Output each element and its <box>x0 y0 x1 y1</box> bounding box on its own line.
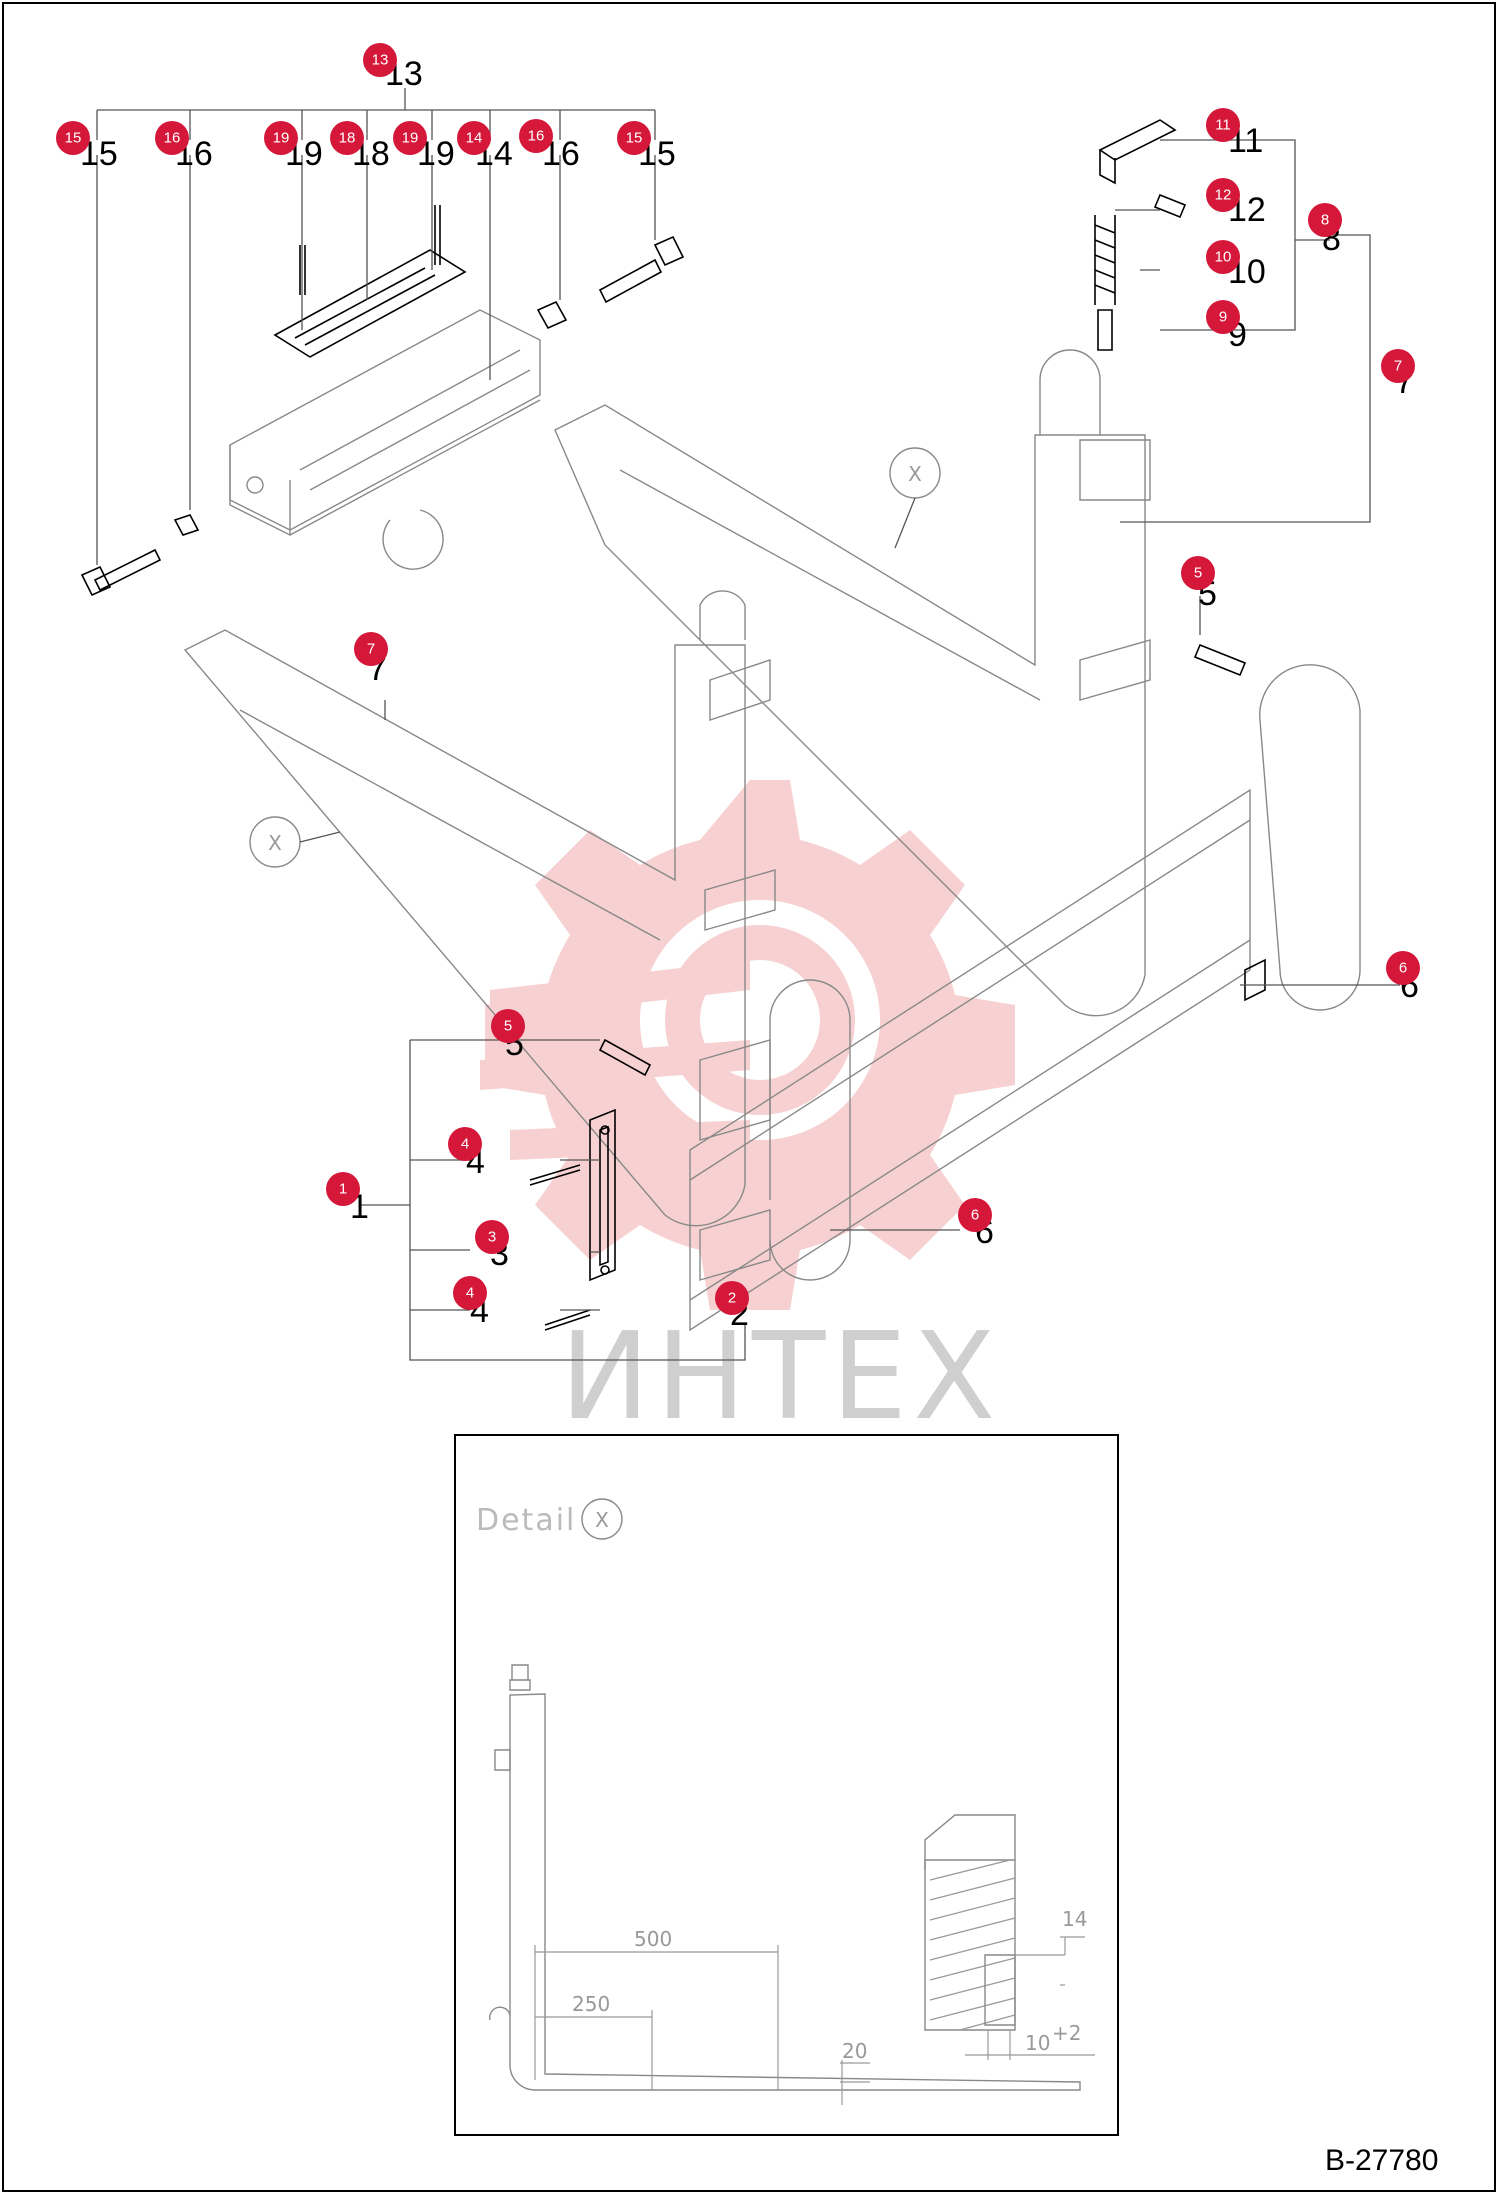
retaining-plate <box>589 1108 616 1282</box>
pin-upper <box>529 1164 581 1186</box>
leader-lines <box>96 88 1400 1361</box>
svg-text:7: 7 <box>367 641 375 658</box>
bolt-rear <box>1193 643 1247 677</box>
svg-text:5: 5 <box>1194 565 1202 582</box>
dim-10: 10 <box>1025 2031 1050 2055</box>
callout-6-front[interactable]: 66 <box>958 1198 994 1251</box>
svg-text:19: 19 <box>402 130 419 147</box>
callout-7-left[interactable]: 77 <box>354 632 388 688</box>
rivet-left <box>299 245 306 295</box>
svg-text:11: 11 <box>1215 117 1231 134</box>
svg-text:4: 4 <box>466 1285 474 1302</box>
callout-8[interactable]: 88 <box>1308 203 1342 258</box>
watermark-logo <box>480 780 1015 1310</box>
dim-250: 250 <box>572 1992 610 2016</box>
rivet-right <box>434 205 441 265</box>
svg-text:Detail: Detail <box>476 1503 576 1538</box>
fork-right <box>554 349 1151 1017</box>
svg-text:18: 18 <box>339 130 356 147</box>
dim-14: 14 <box>1062 1907 1087 1931</box>
stop-block-right <box>1244 958 1266 1002</box>
detail-x-panel: Detail X 500 250 20 14 10 +2 <box>454 1434 1119 2136</box>
callout-5-rear[interactable]: 55 <box>1181 556 1217 613</box>
dim-20: 20 <box>842 2039 867 2063</box>
svg-text:X: X <box>595 1508 609 1532</box>
callout-2[interactable]: 22 <box>715 1281 749 1333</box>
svg-text:15: 15 <box>626 130 643 147</box>
callout-4-upper[interactable]: 44 <box>448 1127 485 1181</box>
pin-lower <box>544 1309 591 1331</box>
fork-carriage <box>689 664 1361 1332</box>
fork-left <box>183 590 776 1227</box>
svg-text:5: 5 <box>504 1018 512 1035</box>
svg-text:16: 16 <box>164 130 181 147</box>
svg-text:X: X <box>268 831 282 855</box>
callout-3[interactable]: 33 <box>475 1220 509 1273</box>
svg-text:19: 19 <box>273 130 290 147</box>
svg-text:9: 9 <box>1219 309 1227 326</box>
svg-text:16: 16 <box>528 128 545 145</box>
callout-9[interactable]: 99 <box>1206 300 1247 354</box>
bolt-right <box>536 235 685 330</box>
bolt-front <box>598 1038 652 1077</box>
svg-text:13: 13 <box>372 52 389 69</box>
x-leader-left <box>299 831 341 843</box>
svg-text:7: 7 <box>1394 358 1402 375</box>
dim-10-tolerance: +2 <box>1052 2021 1081 2045</box>
watermark-text: ИНТЕХ <box>560 1308 1001 1447</box>
svg-text:4: 4 <box>461 1136 469 1153</box>
svg-text:3: 3 <box>488 1229 496 1246</box>
bolt-left <box>80 514 200 597</box>
svg-text:1: 1 <box>339 1181 347 1198</box>
svg-text:6: 6 <box>1399 960 1407 977</box>
svg-text:14: 14 <box>466 130 483 147</box>
dim-500: 500 <box>634 1927 672 1951</box>
svg-text:15: 15 <box>65 130 82 147</box>
callout-4-lower[interactable]: 44 <box>453 1276 489 1330</box>
hook-bracket <box>229 309 541 570</box>
identification-plate <box>273 249 467 358</box>
drawing-code: B-27780 <box>1325 2144 1438 2177</box>
x-leader-right <box>894 497 916 549</box>
svg-text:2: 2 <box>728 1290 736 1307</box>
view-marker-x-right: X <box>889 447 941 499</box>
view-marker-x-left: X <box>249 816 301 868</box>
callout-1[interactable]: 11 <box>326 1172 369 1226</box>
svg-text:12: 12 <box>1215 187 1232 204</box>
svg-text:6: 6 <box>971 1207 979 1224</box>
callout-6-right[interactable]: 66 <box>1386 951 1420 1005</box>
latch-assembly <box>1094 119 1187 351</box>
callout-7-right[interactable]: 77 <box>1381 349 1415 401</box>
callout-5-front[interactable]: 55 <box>491 1009 525 1063</box>
svg-text:10: 10 <box>1215 249 1232 266</box>
svg-text:8: 8 <box>1321 212 1329 229</box>
svg-text:X: X <box>908 462 922 486</box>
